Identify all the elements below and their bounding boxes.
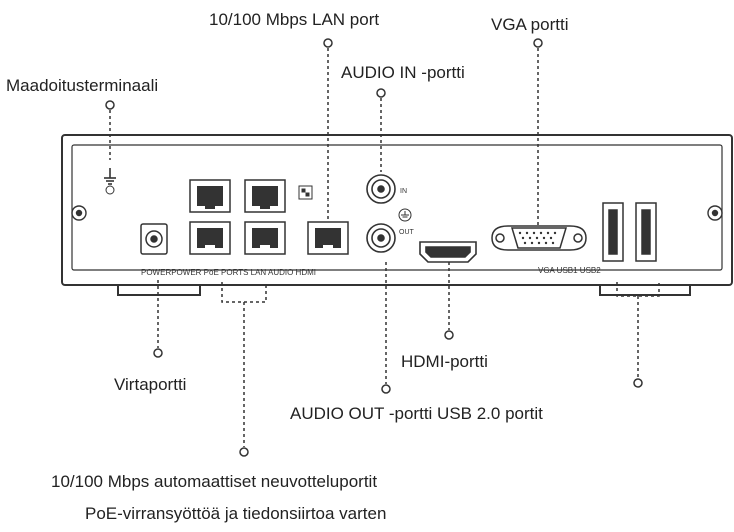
poe-port-3 <box>189 221 231 255</box>
audio-in-label: AUDIO IN -portti <box>341 63 465 82</box>
lan-port <box>307 221 349 255</box>
panel-label-row2: VGA USB1 USB2 <box>538 266 601 275</box>
audio-out-jack <box>366 223 396 253</box>
hdmi-port-label: HDMI-portti <box>401 352 488 371</box>
ground-terminal-label: Maadoitusterminaali <box>6 76 159 95</box>
poe-ports-label-line1: 10/100 Mbps automaattiset neuvotteluport… <box>51 472 378 491</box>
poe-port-2 <box>244 179 286 213</box>
leader-endpoints <box>105 38 643 457</box>
lan-port-label: 10/100 Mbps LAN port <box>209 10 380 29</box>
leader-lines <box>109 48 660 447</box>
ground-symbol-icon <box>398 208 412 222</box>
audio-in-jack <box>366 174 396 204</box>
panel-label-out: OUT <box>399 229 415 236</box>
vga-port <box>491 225 587 251</box>
usb-port-1 <box>602 202 624 262</box>
power-port-label: Virtaportti <box>114 375 187 394</box>
audio-out-usb-label: AUDIO OUT -portti USB 2.0 portit <box>290 404 543 423</box>
ground-terminal-icon <box>104 168 116 195</box>
poe-port-4 <box>244 221 286 255</box>
led-indicator <box>298 185 313 200</box>
hdmi-port <box>419 241 477 263</box>
poe-port-1 <box>189 179 231 213</box>
chassis <box>61 134 733 296</box>
power-jack <box>140 223 168 255</box>
vga-port-label: VGA portti <box>491 15 569 34</box>
panel-label-row: POWERPOWER PoE PORTS LAN AUDIO HDMI <box>141 268 316 277</box>
screw-right-icon <box>707 205 723 221</box>
screw-left-icon <box>71 205 87 221</box>
usb-port-2 <box>635 202 657 262</box>
panel-label-in: IN <box>400 188 407 195</box>
poe-ports-label-line2: PoE-virransyöttöä ja tiedonsiirtoa varte… <box>85 504 387 523</box>
